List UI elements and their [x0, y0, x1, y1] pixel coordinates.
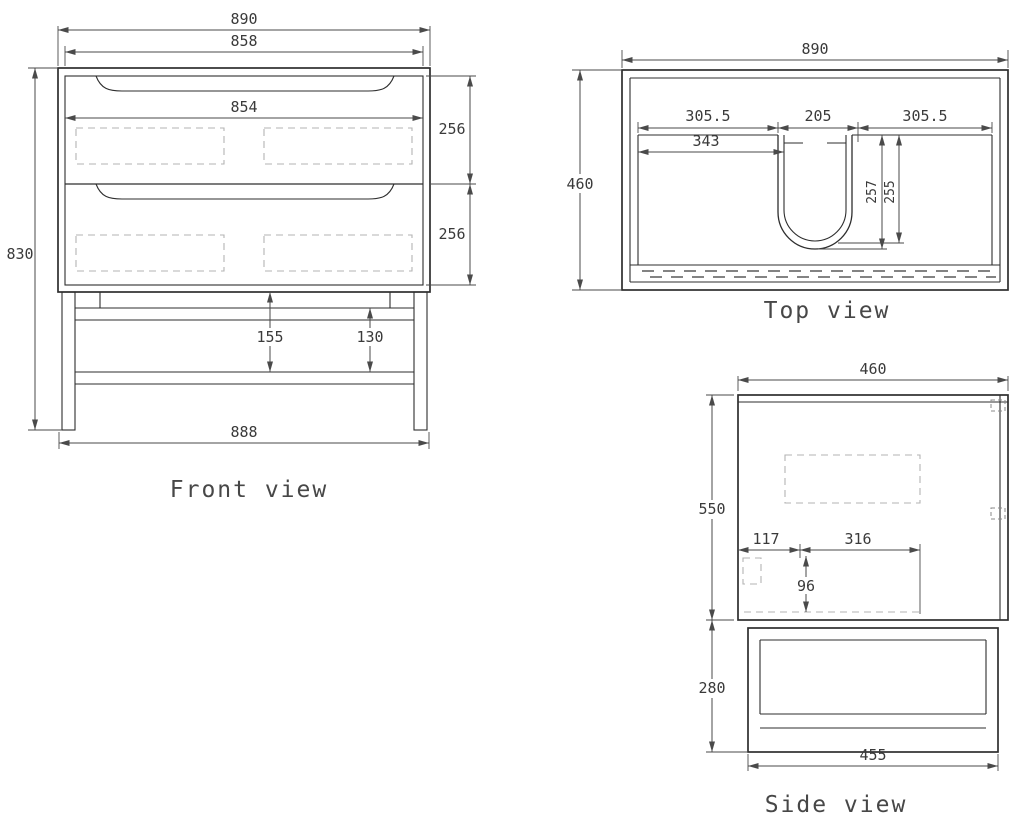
- dim-mask: [351, 328, 389, 346]
- front-view-hidden-lines: [75, 127, 413, 272]
- dim-left-to-cutout: 305.5: [685, 107, 730, 125]
- front-view-dimension-lines: [32, 27, 473, 446]
- dim-overall-height: 830: [6, 245, 33, 263]
- top-view-dimension-labels: 890 460 305.5 205 305.5 343 257 255: [566, 40, 947, 204]
- dim-basin-drop: 96: [797, 577, 815, 595]
- dim-front-offset: 117: [752, 530, 779, 548]
- front-view: 890 858 854 830 256 256 155 130 888 Fron…: [6, 10, 476, 503]
- side-view: 460 550 280 117 316 96 455 Side view: [691, 360, 1009, 818]
- dim-cutout-depth-outer: 257: [865, 180, 880, 203]
- dim-mask: [559, 174, 601, 193]
- drawer1-handle-recess: [95, 75, 395, 92]
- top-view-label: Top view: [764, 298, 891, 324]
- dim-cutout-depth-inner: 255: [883, 180, 898, 203]
- front-view-extension-lines: [28, 26, 476, 449]
- dim-cabinet-height: 550: [698, 500, 725, 518]
- front-view-leg-frame: [61, 291, 428, 431]
- dim-cutout-width: 205: [804, 107, 831, 125]
- side-view-cabinet-outline: [737, 394, 1009, 621]
- dim-top-overall-depth: 460: [566, 175, 593, 193]
- dim-drawer-width: 854: [230, 98, 257, 116]
- dim-side-overall-depth: 460: [859, 360, 886, 378]
- side-view-hidden-lines: [742, 454, 921, 613]
- dim-right-to-cutout: 305.5: [902, 107, 947, 125]
- front-view-cabinet-outline: [57, 67, 431, 293]
- front-view-label: Front view: [170, 477, 328, 503]
- side-view-extension-lines: [706, 376, 1009, 771]
- dim-top-inner-width: 858: [230, 32, 257, 50]
- dim-base-width: 888: [230, 423, 257, 441]
- top-view-basin-cutout: [777, 135, 853, 250]
- drawer2-handle-recess: [95, 183, 395, 200]
- dim-left-inner: 343: [692, 132, 719, 150]
- dim-leg-height: 280: [698, 679, 725, 697]
- dim-leg-frame-height: 155: [256, 328, 283, 346]
- drawer-runner-mark: [990, 507, 1006, 520]
- dim-overall-width: 890: [230, 10, 257, 28]
- side-view-leg-frame: [747, 627, 999, 753]
- dim-mask: [792, 577, 820, 594]
- side-view-label: Side view: [765, 792, 908, 818]
- dim-stretcher-height: 130: [356, 328, 383, 346]
- dim-base-depth: 455: [859, 746, 886, 764]
- top-view-outline: [621, 69, 1009, 291]
- top-view-dimension-lines: [577, 57, 1008, 290]
- drawer-runner-mark: [990, 399, 1006, 412]
- dim-mask: [691, 679, 733, 698]
- top-view: 890 460 305.5 205 305.5 343 257 255 Top …: [559, 40, 1009, 324]
- front-view-dimension-labels: 890 858 854 830 256 256 155 130 888: [6, 10, 465, 441]
- dim-bottom-drawer-height: 256: [438, 225, 465, 243]
- dim-mask: [251, 328, 289, 346]
- dim-top-overall-width: 890: [801, 40, 828, 58]
- dim-basin-depth: 316: [844, 530, 871, 548]
- top-view-extension-lines: [572, 50, 1009, 291]
- side-view-dimension-lines: [709, 377, 1008, 769]
- dim-top-drawer-height: 256: [438, 120, 465, 138]
- dim-mask: [691, 500, 733, 519]
- side-view-dimension-labels: 460 550 280 117 316 96 455: [698, 360, 886, 764]
